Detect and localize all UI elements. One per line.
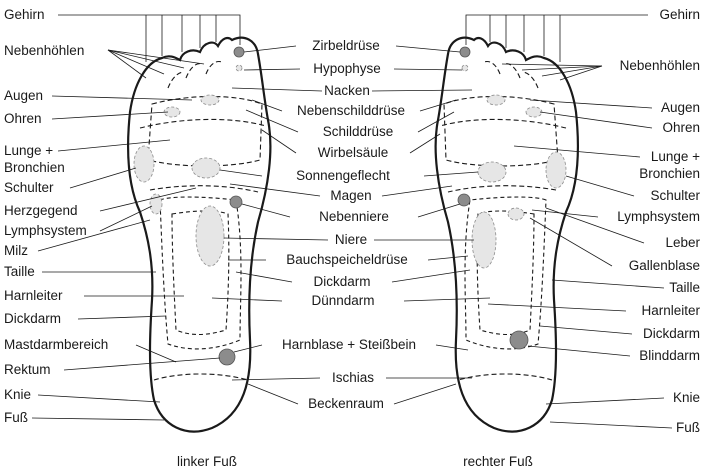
- label-right-lunge: Lunge +: [651, 149, 700, 164]
- label-left-lunge: Lunge +: [4, 143, 53, 158]
- label-right-bronchien: Bronchien: [639, 166, 700, 181]
- leader-c-becken-l: [248, 384, 298, 404]
- right-foot-outline: [436, 38, 578, 432]
- label-left-nebenhoehlen: Nebenhöhlen: [4, 43, 84, 58]
- label-ischias: Ischias: [332, 370, 374, 385]
- label-right-gehirn: Gehirn: [659, 7, 700, 22]
- leader-left-gehirn: [58, 15, 240, 45]
- label-left-milz: Milz: [4, 243, 28, 258]
- label-right-augen: Augen: [661, 100, 700, 115]
- center-labels: Zirbeldrüse Hypophyse Nacken Nebenschild…: [282, 38, 416, 411]
- leader-right-taille: [552, 280, 664, 288]
- label-right-nebenhoehlen: Nebenhöhlen: [620, 58, 700, 73]
- label-right-blinddarm: Blinddarm: [639, 348, 700, 363]
- label-right-ohren: Ohren: [662, 120, 700, 135]
- label-left-rektum: Rektum: [4, 362, 51, 377]
- label-left-ohren: Ohren: [4, 111, 42, 126]
- label-left-mastdarmbereich: Mastdarmbereich: [4, 337, 108, 352]
- label-right-knie: Knie: [673, 390, 700, 405]
- right-solar-plexus-zone: [478, 162, 506, 182]
- right-sinus-zone: [526, 107, 542, 117]
- label-duenndarm: Dünndarm: [311, 293, 374, 308]
- label-left-dickdarm: Dickdarm: [4, 311, 61, 326]
- left-pineal-dot: [234, 47, 244, 57]
- right-kidney-zone: [472, 212, 496, 268]
- right-foot: [436, 38, 578, 432]
- label-left-herzgegend: Herzgegend: [4, 203, 78, 218]
- leader-left-fuss: [32, 418, 164, 420]
- label-magen: Magen: [330, 188, 371, 203]
- label-left-gehirn: Gehirn: [4, 7, 45, 22]
- label-nacken: Nacken: [324, 83, 370, 98]
- left-shoulder-zone: [134, 146, 154, 182]
- left-kidney-zone: [196, 206, 224, 266]
- caption-left-foot: linker Fuß: [177, 454, 237, 469]
- left-margin-labels: Gehirn Nebenhöhlen Augen Ohren Lunge + B…: [4, 7, 108, 425]
- left-foot: [128, 38, 270, 432]
- label-right-schulter: Schulter: [650, 188, 700, 203]
- label-nebenschilddruese: Nebenschilddrüse: [297, 103, 405, 118]
- label-schilddruese: Schilddrüse: [323, 124, 394, 139]
- left-rectum-dot: [219, 349, 235, 365]
- label-left-bronchien: Bronchien: [4, 160, 65, 175]
- label-left-taille: Taille: [4, 264, 35, 279]
- leader-right-schulter: [566, 176, 634, 196]
- left-adrenal-dot: [230, 196, 242, 208]
- label-right-fuss: Fuß: [676, 420, 700, 435]
- label-left-fuss: Fuß: [4, 410, 28, 425]
- right-pituitary-dot: [462, 65, 468, 71]
- right-shoulder-zone: [546, 152, 566, 188]
- right-appendix-dot: [510, 331, 528, 349]
- label-left-lymphsystem: Lymphsystem: [4, 223, 87, 238]
- label-right-taille: Taille: [669, 280, 700, 295]
- label-left-harnleiter: Harnleiter: [4, 288, 63, 303]
- label-harnblase: Harnblase + Steißbein: [282, 337, 416, 352]
- label-zirbeldruese: Zirbeldrüse: [312, 38, 380, 53]
- foot-captions: linker Fuß rechter Fuß: [177, 454, 533, 469]
- leader-right-gehirn: [466, 15, 648, 45]
- caption-right-foot: rechter Fuß: [463, 454, 533, 469]
- right-ear-zone: [487, 95, 505, 105]
- label-right-leber: Leber: [665, 235, 700, 250]
- label-niere: Niere: [335, 232, 367, 247]
- leader-right-fuss: [550, 422, 672, 428]
- leader-left-schulter: [70, 168, 136, 188]
- right-margin-labels: Gehirn Nebenhöhlen Augen Ohren Lunge + B…: [617, 7, 700, 435]
- right-pineal-dot: [460, 47, 470, 57]
- label-left-augen: Augen: [4, 88, 43, 103]
- label-nebenniere: Nebenniere: [319, 209, 389, 224]
- label-left-schulter: Schulter: [4, 180, 54, 195]
- label-dickdarm-center: Dickdarm: [313, 274, 370, 289]
- left-ear-zone: [201, 95, 219, 105]
- label-hypophyse: Hypophyse: [313, 61, 381, 76]
- label-right-harnleiter: Harnleiter: [641, 303, 700, 318]
- label-right-dickdarm: Dickdarm: [643, 326, 700, 341]
- label-right-lymphsystem: Lymphsystem: [617, 209, 700, 224]
- label-sonnengeflecht: Sonnengeflecht: [296, 168, 390, 183]
- label-bauchspeicheldruese: Bauchspeicheldrüse: [286, 252, 408, 267]
- label-right-gallenblase: Gallenblase: [629, 258, 700, 273]
- left-pituitary-dot: [236, 65, 242, 71]
- left-spleen-zone: [150, 194, 162, 214]
- label-left-knie: Knie: [4, 387, 31, 402]
- right-liver-zone: [508, 208, 524, 220]
- label-wirbelsaeule: Wirbelsäule: [318, 145, 389, 160]
- leader-right-knie: [546, 398, 664, 404]
- leader-left-knie: [38, 395, 160, 402]
- leader-c-becken-r: [394, 384, 456, 404]
- label-beckenraum: Beckenraum: [308, 396, 384, 411]
- left-solar-plexus-zone: [192, 158, 220, 178]
